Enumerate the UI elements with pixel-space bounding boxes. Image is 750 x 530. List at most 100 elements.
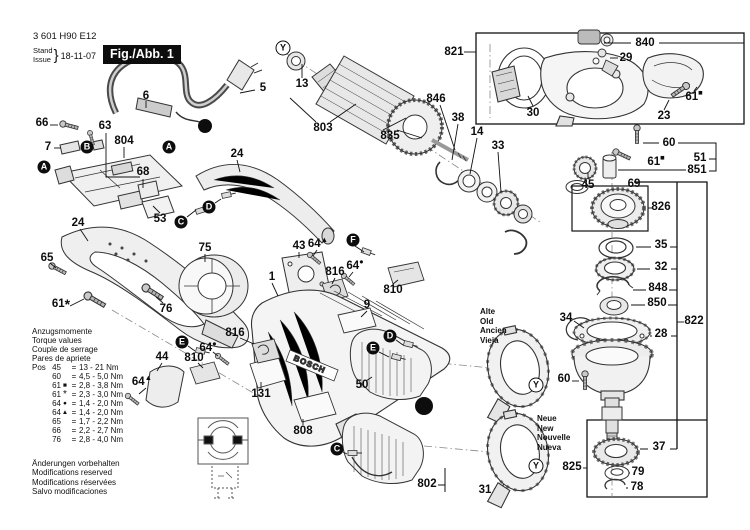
part-label-808-59: 808 <box>293 425 313 437</box>
part-label-850-25: 850 <box>647 297 667 309</box>
part-label-37-30: 37 <box>652 441 666 453</box>
part-label-64-49: 64● <box>346 257 364 272</box>
part-label-822-28: 822 <box>684 315 704 327</box>
part-label-50-60: 50 <box>355 379 369 391</box>
group-box-821 <box>475 32 745 125</box>
part-label-825-31: 825 <box>562 461 582 473</box>
part-label-803-3: 803 <box>313 122 333 134</box>
torque-row-65: 65=1,7 - 2,2 Nm <box>52 417 124 426</box>
part-label-28-27: 28 <box>654 328 668 340</box>
lever-7 <box>59 140 81 155</box>
torque-row-64: 64●=1,4 - 2,0 Nm <box>52 399 124 408</box>
part-label-810-55: 810 <box>184 352 204 364</box>
part-label-6-1: 6 <box>142 90 150 102</box>
ref-letter-A-1: A <box>162 140 176 154</box>
plate-9 <box>337 307 377 334</box>
part-label-60-29: 60 <box>557 373 571 385</box>
part-label-44-56: 44 <box>155 351 169 363</box>
part-label-30-10: 30 <box>526 107 540 119</box>
ref-letter-C-4: C <box>330 442 344 456</box>
part-label-63-35: 63 <box>98 120 112 132</box>
part-label-5-0: 5 <box>259 82 267 94</box>
ref-letter-Y-11: Y <box>528 377 544 393</box>
marker-glyph: ■ <box>698 88 703 98</box>
figure-label: Fig./Abb. 1 <box>103 45 181 64</box>
ref-letter-D-6: D <box>383 329 397 343</box>
variant-dot-1 <box>415 397 433 415</box>
ref-letter-E-8: E <box>366 341 380 355</box>
part-label-43-46: 43 <box>292 240 306 252</box>
torque-row-64: 64▲=1,4 - 2,0 Nm <box>52 408 124 417</box>
stand-label: Stand <box>33 46 53 55</box>
part-label-7-36: 7 <box>44 141 52 153</box>
bracket-51-851 <box>618 142 717 172</box>
part-label-60-15: 60 <box>662 137 676 149</box>
bearing-850 <box>599 296 629 316</box>
part-label-69-20: 69 <box>627 178 641 190</box>
part-label-13-2: 13 <box>295 78 309 90</box>
part-label-66-34: 66 <box>35 117 49 129</box>
brace-glyph: } <box>53 47 59 64</box>
part-label-31-62: 31 <box>478 484 492 496</box>
issue-block: Stand Issue } 18-11-07 <box>33 46 96 64</box>
marker-glyph: * <box>64 296 71 312</box>
plug <box>226 59 255 91</box>
part-label-76-45: 76 <box>159 303 173 315</box>
power-cord <box>106 53 263 126</box>
ref-letter-C-3: C <box>174 215 188 229</box>
part-label-821-9: 821 <box>444 46 464 58</box>
part-label-61-13: 61■ <box>685 88 703 103</box>
part-label-68-38: 68 <box>136 166 150 178</box>
part-label-846-5: 846 <box>426 93 446 105</box>
part-label-78-33: 78 <box>630 481 644 493</box>
marker-glyph: ● <box>359 257 364 267</box>
stator-lower <box>341 412 424 484</box>
housing-shell <box>540 51 649 127</box>
part-label-23-14: 23 <box>657 110 671 122</box>
bearing-32 <box>594 256 636 282</box>
torque-row-76: 76=2,8 - 4,0 Nm <box>52 435 124 444</box>
cord-sleeve <box>135 97 173 118</box>
part-label-840-11: 840 <box>635 37 655 49</box>
marker-glyph: ▲ <box>144 373 153 383</box>
marker-glyph: ● <box>212 339 217 349</box>
part-label-29-12: 29 <box>619 52 633 64</box>
part-label-65-42: 65 <box>40 252 54 264</box>
part-label-14-7: 14 <box>470 126 484 138</box>
part-label-802-61: 802 <box>417 478 437 490</box>
clamp-ring-75 <box>178 254 249 318</box>
marker-glyph: ■ <box>660 153 665 163</box>
ref-letter-Y-10: Y <box>275 40 291 56</box>
part-label-64-54: 64● <box>199 339 217 354</box>
gear-housing <box>570 338 654 401</box>
part-label-61-16: 61■ <box>647 153 665 168</box>
cover-flap-44 <box>145 365 185 408</box>
ref-letter-E-7: E <box>175 335 189 349</box>
part-label-32-23: 32 <box>654 261 668 273</box>
part-label-835-4: 835 <box>380 130 400 142</box>
module-810b <box>189 361 221 385</box>
part-label-810-50: 810 <box>383 284 403 296</box>
part-label-131-58: 131 <box>251 388 271 400</box>
part-label-35-22: 35 <box>654 239 668 251</box>
part-label-53-40: 53 <box>153 213 167 225</box>
aux-handle-top <box>195 163 335 245</box>
part-label-45-19: 45 <box>581 179 595 191</box>
circlip-848 <box>596 276 634 296</box>
part-label-24-41: 24 <box>71 217 85 229</box>
part-label-816-48: 816 <box>325 266 345 278</box>
part-label-38-6: 38 <box>451 112 465 124</box>
brush-holder-816b <box>251 338 281 364</box>
part-label-9-51: 9 <box>363 299 371 311</box>
part-label-848-24: 848 <box>648 282 668 294</box>
part-label-804-37: 804 <box>114 135 134 147</box>
part-label-61-43: 61* <box>51 296 71 312</box>
marker-glyph: ▲ <box>320 235 329 245</box>
torque-row-61: 61*=2,3 - 3,0 Nm <box>52 389 124 400</box>
